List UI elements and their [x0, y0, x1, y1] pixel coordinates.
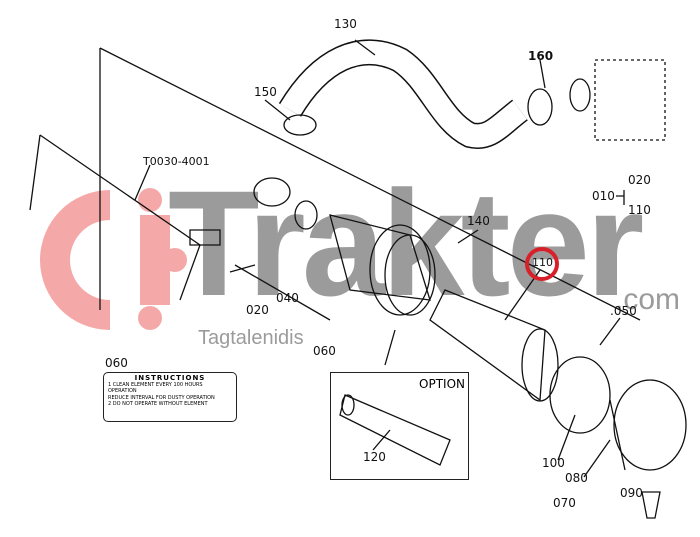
- option-box: OPTION: [330, 372, 469, 480]
- instructions-label: INSTRUCTIONS 1 CLEAN ELEMENT EVERY 100 H…: [103, 372, 237, 422]
- part-label-120[interactable]: 120: [363, 450, 386, 464]
- instructions-line: 1 CLEAN ELEMENT EVERY 100 HOURS OPERATIO…: [108, 381, 203, 395]
- part-label-090[interactable]: 090: [620, 486, 643, 500]
- option-title: OPTION: [419, 377, 465, 391]
- part-label-110-group[interactable]: 110: [628, 203, 651, 217]
- part-label-040[interactable]: 040: [276, 291, 299, 305]
- instructions-line: REDUCE INTERVAL FOR DUSTY OPERATION: [108, 394, 215, 401]
- highlight-circle: [525, 247, 559, 281]
- part-label-150[interactable]: 150: [254, 85, 277, 99]
- part-label-070[interactable]: 070: [553, 496, 576, 510]
- part-label-060[interactable]: 060: [313, 344, 336, 358]
- reference-label: T0030-4001: [143, 155, 210, 168]
- part-label-020-group[interactable]: 020: [628, 173, 651, 187]
- part-label-100[interactable]: 100: [542, 456, 565, 470]
- part-label-020[interactable]: 020: [246, 303, 269, 317]
- watermark-brand: Trakter: [168, 159, 644, 327]
- instructions-title: INSTRUCTIONS: [134, 374, 206, 382]
- part-label-050[interactable]: .050: [610, 304, 637, 318]
- part-label-080[interactable]: 080: [565, 471, 588, 485]
- part-label-140[interactable]: 140: [467, 214, 490, 228]
- part-label-110[interactable]: 110: [532, 256, 553, 269]
- part-label-160[interactable]: 160: [528, 49, 554, 63]
- part-label-130[interactable]: 130: [334, 17, 357, 31]
- watermark-domain: .com: [615, 283, 681, 316]
- instructions-line: 2 DO NOT OPERATE WITHOUT ELEMENT: [108, 401, 208, 407]
- watermark-subtitle: Tagtalenidis: [198, 327, 304, 349]
- part-label-060-instructions[interactable]: 060: [105, 356, 128, 370]
- part-label-010[interactable]: 010: [592, 189, 615, 203]
